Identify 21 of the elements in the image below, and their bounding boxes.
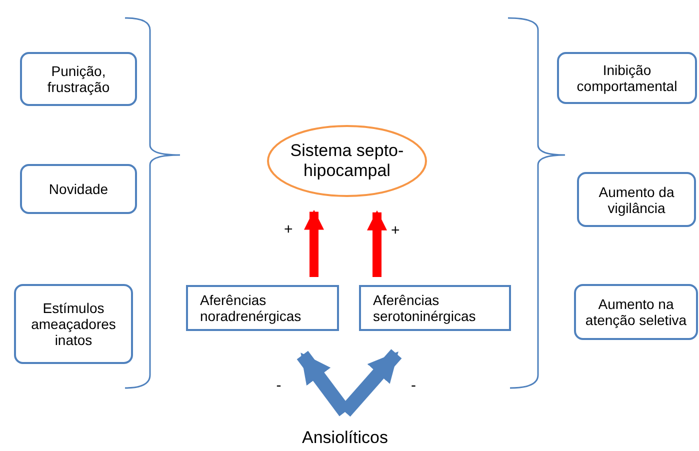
rounded-box: [20, 52, 137, 106]
rounded-box: [574, 284, 698, 340]
arrow: [367, 210, 387, 277]
node-text: Punição, frustração: [46, 63, 111, 95]
rounded-box: [14, 284, 133, 364]
node-text: Aferências serotoninérgicas: [373, 292, 477, 324]
rounded-box: [20, 164, 137, 214]
process-box: [359, 285, 511, 331]
process-box: [186, 285, 339, 331]
node-text: Estímulos ameaçadores inatos: [30, 300, 117, 348]
ellipse-node: [267, 125, 427, 197]
node-text: Sistema septo-hipocampal: [289, 141, 405, 181]
node-text: Aferências noradrenérgicas: [200, 292, 302, 324]
rounded-box: [557, 52, 697, 104]
drug-label: Ansiolíticos: [302, 428, 388, 448]
node-text: Aumento na atenção seletiva: [584, 296, 688, 328]
node-text: Inibição comportamental: [576, 62, 678, 94]
node-text: Novidade: [48, 181, 108, 197]
rounded-box: [577, 172, 696, 227]
node-text: Aumento da vigilância: [598, 184, 676, 216]
arrow: [304, 210, 324, 277]
